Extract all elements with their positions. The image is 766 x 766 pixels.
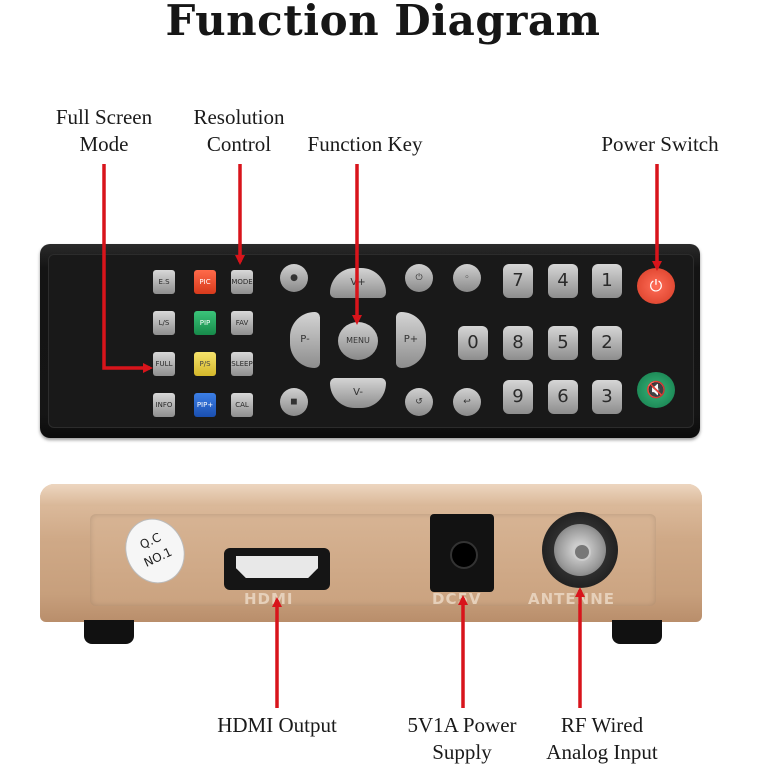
small-key-mode[interactable]: MODE bbox=[231, 270, 253, 294]
label-resolution-control: Resolution Control bbox=[176, 104, 302, 158]
label-line: RF Wired bbox=[560, 713, 644, 737]
small-key-pic[interactable]: PIC bbox=[194, 270, 216, 294]
number-key-2[interactable]: 2 bbox=[592, 326, 622, 360]
menu-button[interactable]: MENU bbox=[338, 322, 378, 360]
label-line: Function Key bbox=[307, 132, 423, 156]
round-key-timer[interactable]: ⏻ bbox=[405, 264, 433, 292]
small-key-l-s[interactable]: L/S bbox=[153, 311, 175, 335]
page-title: Function Diagram bbox=[165, 0, 601, 45]
label-line: 5V1A Power bbox=[407, 713, 517, 737]
small-key-p-s[interactable]: P/S bbox=[194, 352, 216, 376]
antenna-connector bbox=[554, 524, 606, 576]
label-line: Control bbox=[206, 132, 272, 156]
number-key-6[interactable]: 6 bbox=[548, 380, 578, 414]
box-foot-left bbox=[84, 620, 134, 644]
label-power-supply: 5V1A Power Supply bbox=[388, 712, 536, 766]
number-key-5[interactable]: 5 bbox=[548, 326, 578, 360]
power-icon[interactable]: ⏻ bbox=[637, 268, 675, 304]
label-line: Power Switch bbox=[601, 132, 719, 156]
label-line: HDMI Output bbox=[217, 713, 337, 737]
box-foot-right bbox=[612, 620, 662, 644]
label-hdmi-output: HDMI Output bbox=[204, 712, 350, 739]
label-power-switch: Power Switch bbox=[590, 131, 730, 158]
dc-power-port[interactable] bbox=[430, 514, 494, 592]
number-key-8[interactable]: 8 bbox=[503, 326, 533, 360]
number-key-1[interactable]: 1 bbox=[592, 264, 622, 298]
small-key-full[interactable]: FULL bbox=[153, 352, 175, 376]
number-key-9[interactable]: 9 bbox=[503, 380, 533, 414]
number-key-0[interactable]: 0 bbox=[458, 326, 488, 360]
dc-port-hole bbox=[450, 541, 478, 569]
label-line: Resolution bbox=[193, 105, 285, 129]
round-key-return[interactable]: ↺ bbox=[405, 388, 433, 416]
dpad-right-button[interactable]: P+ bbox=[396, 312, 426, 368]
small-key-cal[interactable]: CAL bbox=[231, 393, 253, 417]
number-key-7[interactable]: 7 bbox=[503, 264, 533, 298]
label-line: Analog Input bbox=[546, 740, 658, 764]
label-line: Full Screen bbox=[55, 105, 153, 129]
port-label-antenna: ANTENNE bbox=[528, 590, 615, 608]
antenna-port[interactable] bbox=[542, 512, 618, 588]
round-key-dis[interactable]: ◦ bbox=[453, 264, 481, 292]
small-key-info[interactable]: INFO bbox=[153, 393, 175, 417]
dpad-left-button[interactable]: P- bbox=[290, 312, 320, 368]
label-line: Mode bbox=[79, 132, 129, 156]
small-key-e-s[interactable]: E.S bbox=[153, 270, 175, 294]
receiver-box-top bbox=[40, 484, 702, 506]
antenna-pin bbox=[573, 543, 591, 561]
mute-icon[interactable]: 🔇 bbox=[637, 372, 675, 408]
hdmi-port-socket bbox=[236, 556, 318, 578]
label-function-key: Function Key bbox=[298, 131, 432, 158]
round-key-info[interactable]: ◼ bbox=[280, 388, 308, 416]
hdmi-port[interactable] bbox=[224, 548, 330, 590]
small-key-pip[interactable]: PIP bbox=[194, 311, 216, 335]
label-line: Supply bbox=[432, 740, 492, 764]
arrow-full-screen bbox=[102, 164, 153, 373]
port-label-dc: DC5V bbox=[432, 590, 482, 608]
number-key-3[interactable]: 3 bbox=[592, 380, 622, 414]
number-key-4[interactable]: 4 bbox=[548, 264, 578, 298]
small-key-pip-[interactable]: PIP+ bbox=[194, 393, 216, 417]
label-full-screen-mode: Full Screen Mode bbox=[40, 104, 168, 158]
round-key-rec[interactable]: ● bbox=[280, 264, 308, 292]
small-key-fav[interactable]: FAV bbox=[231, 311, 253, 335]
round-key-back[interactable]: ↩ bbox=[453, 388, 481, 416]
small-key-sleep[interactable]: SLEEP bbox=[231, 352, 253, 376]
label-rf-input: RF Wired Analog Input bbox=[534, 712, 670, 766]
